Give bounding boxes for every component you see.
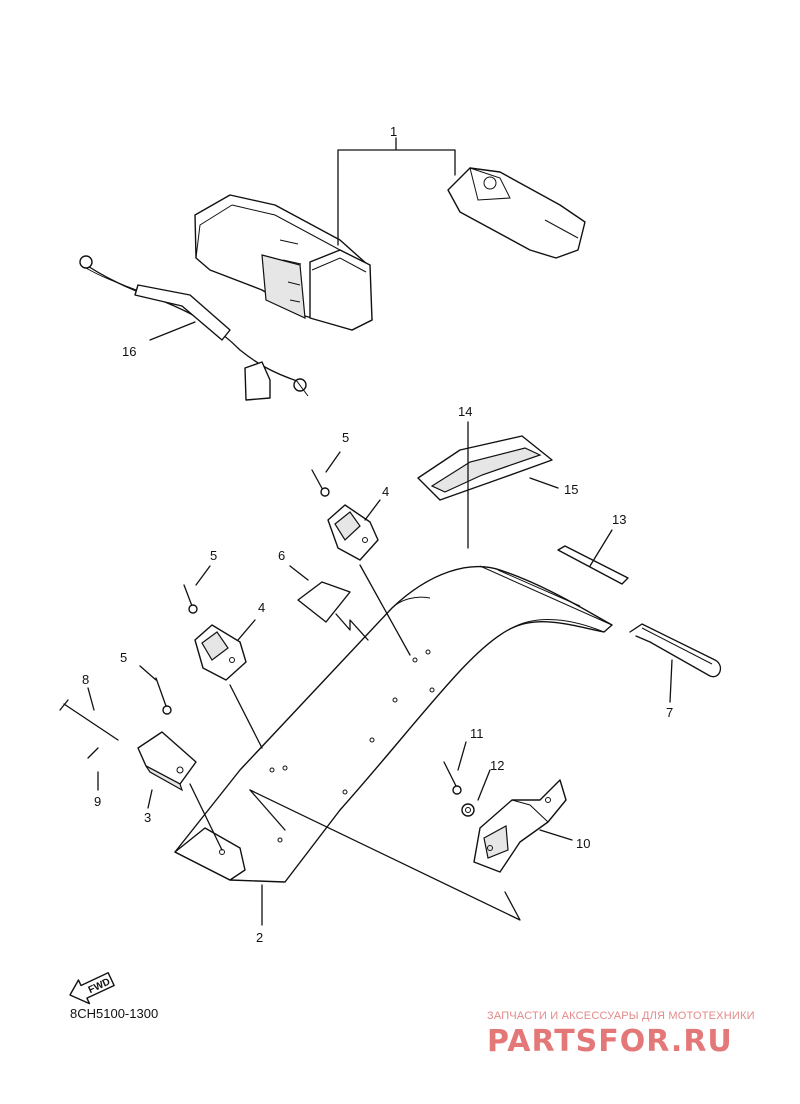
bolt [59, 699, 119, 741]
hinge-bracket [137, 731, 197, 792]
cotter-pin [87, 747, 99, 759]
callout-4-middle: 4 [258, 600, 265, 615]
screw-lower [155, 677, 172, 715]
diagram-code: 8CH5100-1300 [70, 1006, 159, 1021]
screw-bracket [443, 761, 462, 795]
callout-13: 13 [612, 512, 626, 527]
callout-5-lower: 5 [120, 650, 127, 665]
callout-11: 11 [470, 726, 484, 741]
callout-5-upper: 5 [342, 430, 349, 445]
callout-6: 6 [278, 548, 285, 563]
callout-9: 9 [94, 794, 101, 809]
callout-7: 7 [666, 705, 673, 720]
watermark-caption: ЗАПЧАСТИ И АКСЕССУАРЫ ДЛЯ МОТОТЕХНИКИ [487, 1010, 755, 1022]
rubber-bar [557, 545, 629, 585]
callout-15: 15 [564, 482, 578, 497]
callout-4-upper: 4 [382, 484, 389, 499]
fwd-label: FWD [87, 976, 112, 996]
callout-12: 12 [490, 758, 504, 773]
watermark-brand: PARTSFOR.RU [487, 1024, 733, 1059]
clip-upper [327, 504, 379, 561]
callout-1: 1 [390, 124, 397, 139]
callout-10: 10 [576, 836, 590, 851]
rear-pad [417, 435, 553, 501]
nut [461, 803, 475, 817]
callout-5-middle: 5 [210, 548, 217, 563]
rear-fender [174, 565, 613, 883]
tool-bag-rolled [194, 194, 373, 331]
callout-14: 14 [458, 404, 472, 419]
tool-bag-flat [447, 167, 586, 259]
screw-middle [183, 584, 198, 614]
helmet-cable [79, 255, 309, 401]
callout-3: 3 [144, 810, 151, 825]
fwd-arrow-icon: FWD [69, 972, 115, 1005]
warning-label [297, 581, 351, 623]
clip-middle [194, 624, 247, 681]
rear-bracket [473, 779, 567, 873]
wire-hook [629, 623, 722, 678]
callout-8: 8 [82, 672, 89, 687]
callout-16: 16 [122, 344, 136, 359]
callout-2: 2 [256, 930, 263, 945]
screw-upper [311, 469, 330, 497]
